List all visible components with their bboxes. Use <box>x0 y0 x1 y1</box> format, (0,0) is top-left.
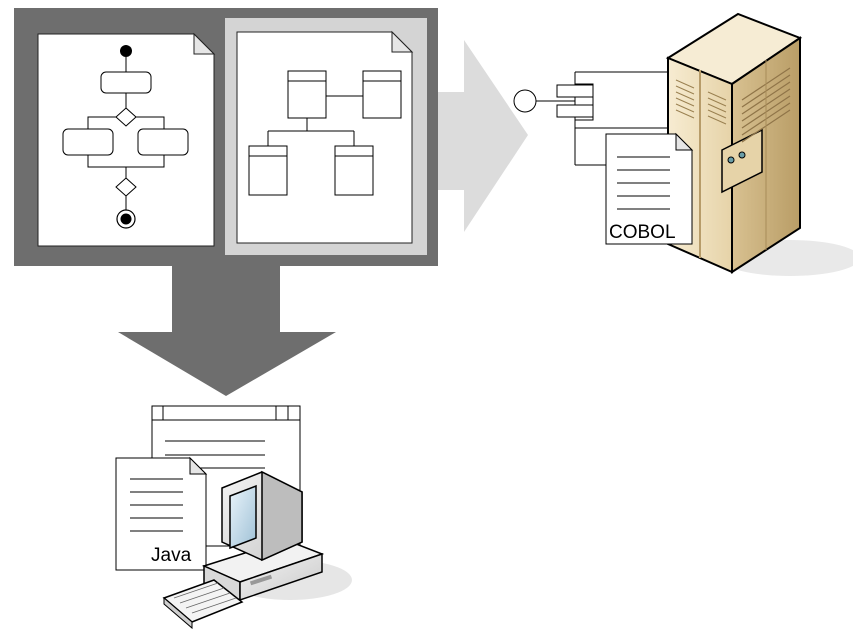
activity-diagram-document <box>37 32 216 247</box>
down-arrow <box>118 262 336 396</box>
cobol-document-icon: COBOL <box>605 132 694 245</box>
action-node <box>137 128 189 156</box>
server-tower-icon <box>665 12 853 276</box>
action-node <box>62 128 114 156</box>
class-box <box>362 70 402 119</box>
class-box <box>248 145 288 196</box>
java-document-icon: Java <box>115 456 208 571</box>
action-node <box>100 71 152 94</box>
class-box <box>287 70 327 119</box>
right-arrow <box>424 40 528 232</box>
decision-node-icon <box>115 107 137 127</box>
cobol-label: COBOL <box>609 222 676 243</box>
java-label: Java <box>151 545 192 566</box>
desktop-computer-icon <box>162 470 352 630</box>
class-diagram-document <box>236 30 414 244</box>
class-box <box>334 145 374 196</box>
component-interface-icon <box>513 71 668 166</box>
start-node-icon <box>120 45 132 57</box>
